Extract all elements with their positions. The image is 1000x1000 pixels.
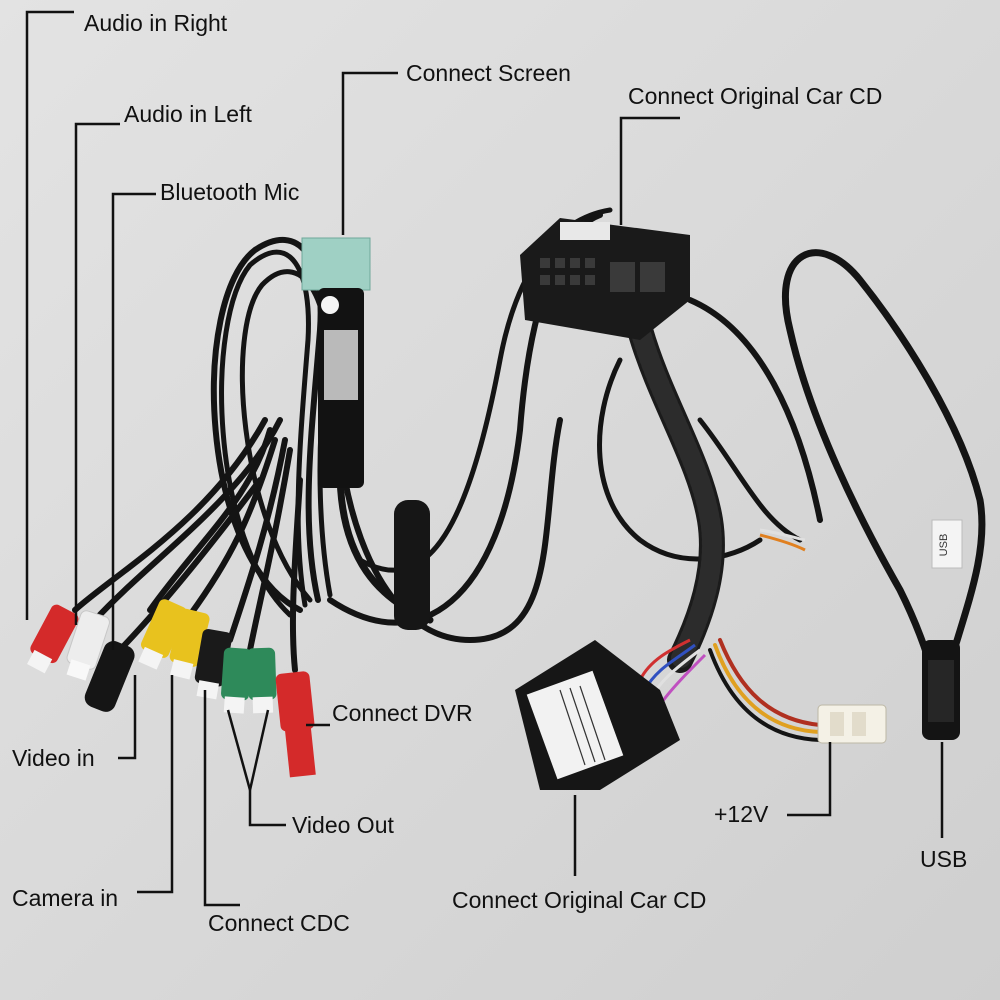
rca-video-out-plug-1 xyxy=(221,647,252,714)
label-connect-cdc: Connect CDC xyxy=(208,910,350,936)
callout-lines xyxy=(25,10,944,907)
label-video-in: Video in xyxy=(12,745,95,771)
callout-video-in xyxy=(118,675,137,760)
callout-connect-screen xyxy=(341,71,398,235)
callout-connect-cdc xyxy=(203,690,240,907)
original-car-cd-connector-bottom xyxy=(515,640,680,790)
original-car-cd-connector-top xyxy=(520,218,690,340)
callout-audio-in-left xyxy=(74,122,120,625)
label-bluetooth-mic: Bluetooth Mic xyxy=(160,179,300,205)
rca-audio-left-plug xyxy=(66,610,110,681)
label-connect-original-car-cd-top: Connect Original Car CD xyxy=(628,83,883,109)
label-audio-in-right: Audio in Right xyxy=(84,10,228,36)
braided-sleeve-texture xyxy=(630,320,722,670)
label-connect-dvr: Connect DVR xyxy=(332,700,473,726)
label-connect-screen: Connect Screen xyxy=(406,60,571,86)
bluetooth-mic-plug xyxy=(84,641,135,712)
label-usb: USB xyxy=(920,846,968,872)
callout-camera-in xyxy=(137,675,174,894)
cable-bundle xyxy=(72,207,986,742)
callout-bluetooth-mic xyxy=(111,192,156,650)
label-plus-12v: +12V xyxy=(714,801,769,827)
rca-audio-right-plug xyxy=(27,604,79,674)
usb-tag: USB xyxy=(931,519,963,569)
callout-video-out xyxy=(248,790,286,827)
usb-tag-text: USB xyxy=(938,534,950,557)
label-audio-in-left: Audio in Left xyxy=(124,101,252,127)
callout-plus-12v xyxy=(787,742,832,817)
callout-audio-in-right xyxy=(25,10,74,620)
rca-video-in-plug xyxy=(138,599,187,670)
label-video-out: Video Out xyxy=(292,812,394,838)
rca-dvr-plug xyxy=(275,671,316,778)
rca-video-out-plug-2 xyxy=(247,647,277,714)
label-camera-in: Camera in xyxy=(12,885,119,911)
label-connect-original-car-cd-bottom: Connect Original Car CD xyxy=(452,887,707,913)
usb-connector xyxy=(922,640,960,740)
inline-filter xyxy=(394,500,430,630)
screen-connector xyxy=(301,237,371,488)
power-connector xyxy=(817,704,887,744)
callout-connect-original-car-cd-top xyxy=(619,116,680,225)
